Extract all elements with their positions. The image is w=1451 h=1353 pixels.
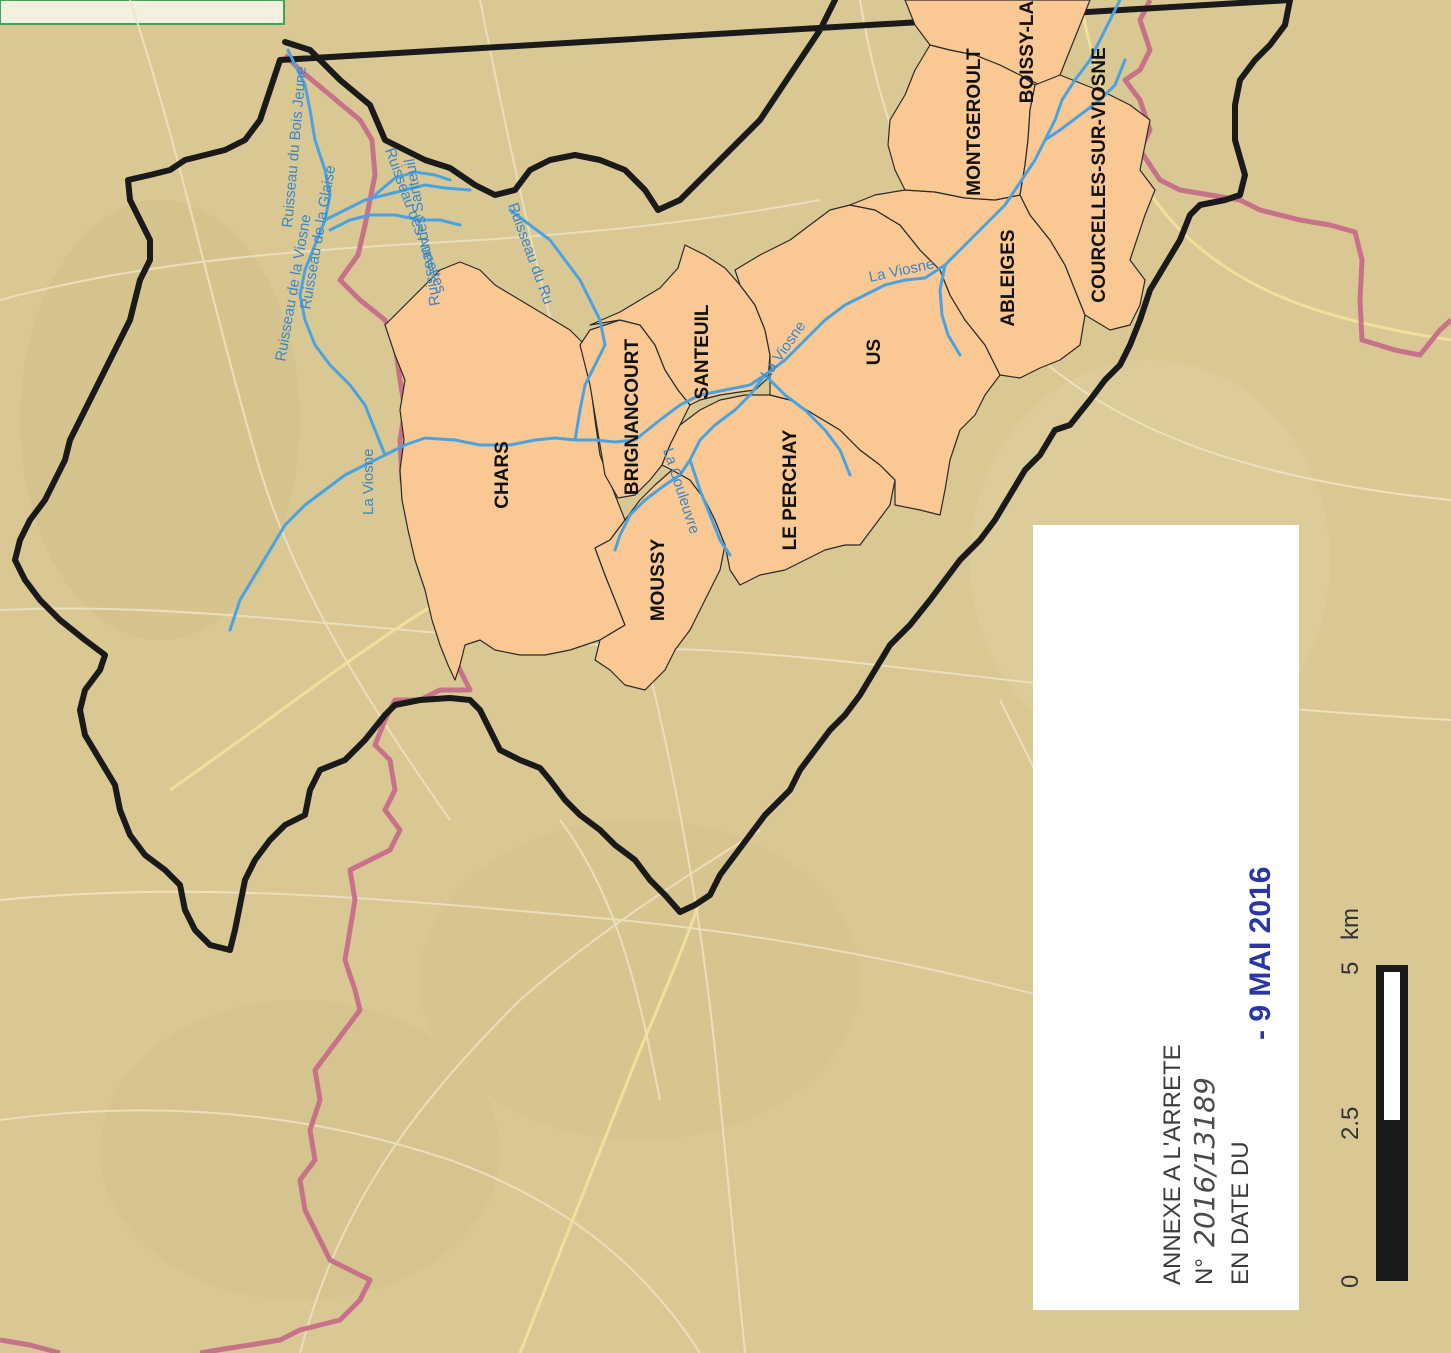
map-frame-corner bbox=[0, 0, 285, 25]
stamp-line-number: N° 2016/13189 bbox=[1188, 1077, 1221, 1285]
scale-label-0: 0 bbox=[1337, 1275, 1364, 1288]
commune-label-montgeroult: MONTGEROULT bbox=[964, 48, 985, 196]
commune-santeuil[interactable] bbox=[589, 244, 771, 406]
river-viosne-upper bbox=[286, 48, 387, 457]
commune-courcelles[interactable] bbox=[1019, 74, 1156, 331]
stamp-date-blue: - 9 MAI 2016 bbox=[1244, 867, 1277, 1040]
commune-label-santeuil: SANTEUIL bbox=[692, 304, 713, 399]
river-couleuvre bbox=[613, 373, 767, 552]
river-viosne-main bbox=[228, 0, 1122, 632]
scale-bar-white-segment bbox=[1384, 972, 1400, 1120]
stamp-line-date-label: EN DATE DU bbox=[1227, 1141, 1254, 1285]
river-label-viosne-west: La Viosne bbox=[360, 449, 377, 515]
river-ruisseau-west bbox=[328, 213, 462, 232]
commune-label-courcelles: COURCELLES-SUR-VIOSNE bbox=[1089, 47, 1110, 302]
commune-boissy[interactable] bbox=[904, 0, 1091, 86]
scale-label-2-5: 2.5 bbox=[1337, 1107, 1364, 1140]
commune-label-brignancourt: BRIGNANCOURT bbox=[622, 339, 643, 496]
commune-label-boissy: BOISSY-LA bbox=[1017, 1, 1038, 104]
stamp-line-annex: ANNEXE A L'ARRETE bbox=[1159, 1044, 1186, 1285]
commune-label-moussy: MOUSSY bbox=[648, 539, 669, 622]
river-perchay-branch bbox=[763, 373, 852, 477]
scale-bar: 0 2.5 5 km bbox=[1337, 908, 1408, 1288]
annex-stamp: ANNEXE A L'ARRETE N° 2016/13189 EN DATE … bbox=[1033, 525, 1408, 1310]
stamp-number-handwritten: 2016/13189 bbox=[1188, 1077, 1221, 1247]
commune-le-perchay[interactable] bbox=[661, 394, 896, 586]
river-ruisseau-east bbox=[323, 183, 472, 222]
stamp-number-prefix: N° bbox=[1191, 1258, 1218, 1285]
scale-label-unit: km bbox=[1337, 908, 1364, 940]
river-network bbox=[228, 0, 1127, 632]
commune-label-le-perchay: LE PERCHAY bbox=[780, 429, 801, 550]
commune-labels: CHARS BRIGNANCOURT SANTEUIL MOUSSY LE PE… bbox=[492, 1, 1110, 622]
river-couleuvre-south bbox=[688, 458, 732, 557]
watershed-boundary bbox=[12, 0, 1293, 953]
commune-label-us: US bbox=[864, 339, 885, 365]
stamp-panel bbox=[1033, 525, 1299, 1310]
communes bbox=[384, 0, 1156, 691]
scale-label-5: 5 bbox=[1337, 962, 1364, 975]
commune-chars[interactable] bbox=[384, 261, 626, 681]
river-ruisseau-sante bbox=[373, 170, 452, 197]
commune-label-ableiges: ABLEIGES bbox=[998, 229, 1019, 326]
commune-label-chars: CHARS bbox=[492, 441, 513, 509]
river-santeuil-stream bbox=[508, 208, 607, 442]
river-courcelles-branch bbox=[1043, 58, 1127, 142]
commune-moussy[interactable] bbox=[594, 469, 726, 691]
river-ableiges-branch bbox=[938, 263, 962, 357]
